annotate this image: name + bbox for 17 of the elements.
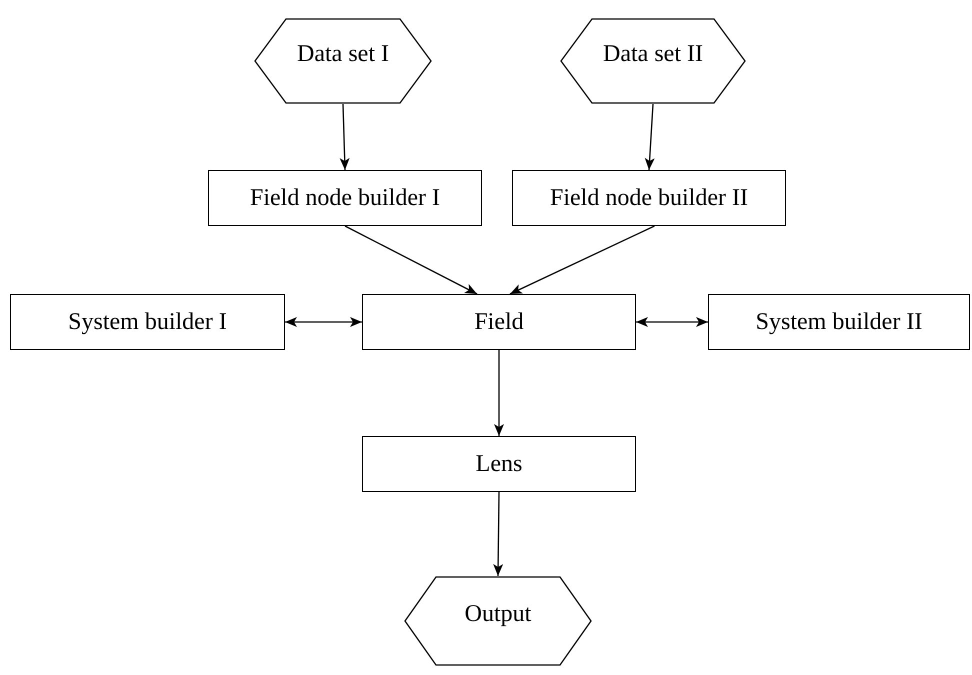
process-box: System builder I: [10, 294, 285, 350]
process-box: Field: [362, 294, 636, 350]
arrow: [510, 225, 655, 295]
hexagon-node: Data set I: [254, 18, 432, 104]
process-box: Lens: [362, 436, 636, 492]
arrow: [494, 350, 504, 436]
arrow: [344, 225, 478, 295]
hexagon-node: Output: [404, 576, 592, 666]
hexagon-node: Data set II: [560, 18, 746, 104]
process-box: System builder II: [708, 294, 970, 350]
process-box: Field node builder II: [512, 170, 786, 226]
arrow: [340, 104, 350, 170]
arrow: [644, 104, 655, 170]
arrow: [285, 317, 362, 327]
arrow: [636, 317, 708, 327]
process-box: Field node builder I: [208, 170, 482, 226]
arrow: [493, 492, 504, 576]
